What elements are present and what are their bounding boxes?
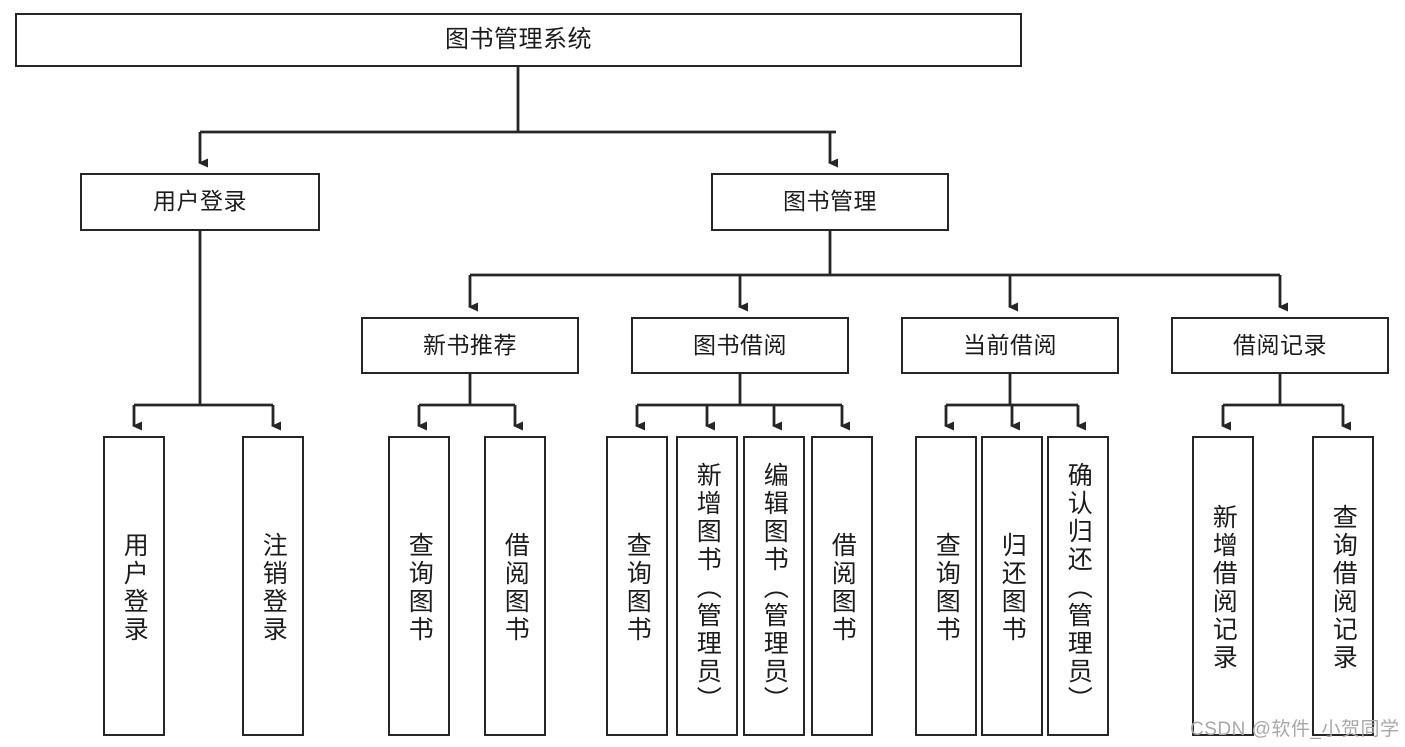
node-leaf-borrow-book-recommend-label: 借阅图书 — [501, 532, 530, 644]
node-user-login-label: 用户登录 — [153, 188, 247, 215]
node-borrow-record-label: 借阅记录 — [1233, 331, 1327, 358]
node-root[interactable]: 图书管理系统 — [15, 13, 1022, 67]
watermark: CSDN @软件_小贺同学 — [1190, 719, 1400, 740]
node-leaf-logout[interactable]: 注销登录 — [242, 436, 304, 736]
node-root-label: 图书管理系统 — [445, 25, 592, 53]
node-leaf-add-borrow-record-label: 新增借阅记录 — [1209, 504, 1238, 672]
node-leaf-return-book[interactable]: 归还图书 — [981, 436, 1043, 736]
node-leaf-borrow-book-recommend[interactable]: 借阅图书 — [484, 436, 546, 736]
node-leaf-confirm-return[interactable]: 确认归还（管理员） — [1047, 436, 1109, 736]
node-leaf-query-book-current-label: 查询图书 — [932, 532, 961, 644]
node-leaf-confirm-return-label: 确认归还（管理员） — [1064, 462, 1093, 714]
node-leaf-query-book-recommend-label: 查询图书 — [405, 532, 434, 644]
node-new-book-recommend[interactable]: 新书推荐 — [361, 317, 579, 374]
node-new-book-recommend-label: 新书推荐 — [423, 331, 517, 358]
node-current-borrow-label: 当前借阅 — [963, 331, 1057, 358]
node-leaf-add-book[interactable]: 新增图书（管理员） — [676, 436, 738, 736]
node-borrow-record[interactable]: 借阅记录 — [1171, 317, 1389, 374]
node-leaf-query-borrow-record-label: 查询借阅记录 — [1329, 504, 1358, 672]
node-leaf-edit-book-label: 编辑图书（管理员） — [760, 462, 789, 714]
node-leaf-add-book-label: 新增图书（管理员） — [693, 462, 722, 714]
node-book-borrow[interactable]: 图书借阅 — [631, 317, 849, 374]
node-leaf-borrow-book[interactable]: 借阅图书 — [811, 436, 873, 736]
node-book-management-label: 图书管理 — [783, 188, 877, 215]
node-leaf-user-login[interactable]: 用户登录 — [103, 436, 165, 736]
node-leaf-logout-label: 注销登录 — [259, 532, 288, 644]
node-leaf-query-book-current[interactable]: 查询图书 — [915, 436, 977, 736]
node-book-management[interactable]: 图书管理 — [711, 173, 949, 231]
node-leaf-query-borrow-record[interactable]: 查询借阅记录 — [1312, 436, 1374, 736]
node-leaf-return-book-label: 归还图书 — [998, 532, 1027, 644]
node-leaf-query-book-borrow-label: 查询图书 — [623, 532, 652, 644]
node-leaf-query-book-recommend[interactable]: 查询图书 — [388, 436, 450, 736]
node-leaf-edit-book[interactable]: 编辑图书（管理员） — [743, 436, 805, 736]
node-user-login[interactable]: 用户登录 — [80, 173, 320, 231]
node-book-borrow-label: 图书借阅 — [693, 331, 787, 358]
node-leaf-add-borrow-record[interactable]: 新增借阅记录 — [1192, 436, 1254, 736]
node-leaf-borrow-book-label: 借阅图书 — [828, 532, 857, 644]
node-leaf-user-login-label: 用户登录 — [120, 532, 149, 644]
node-leaf-query-book-borrow[interactable]: 查询图书 — [606, 436, 668, 736]
node-current-borrow[interactable]: 当前借阅 — [901, 317, 1119, 374]
